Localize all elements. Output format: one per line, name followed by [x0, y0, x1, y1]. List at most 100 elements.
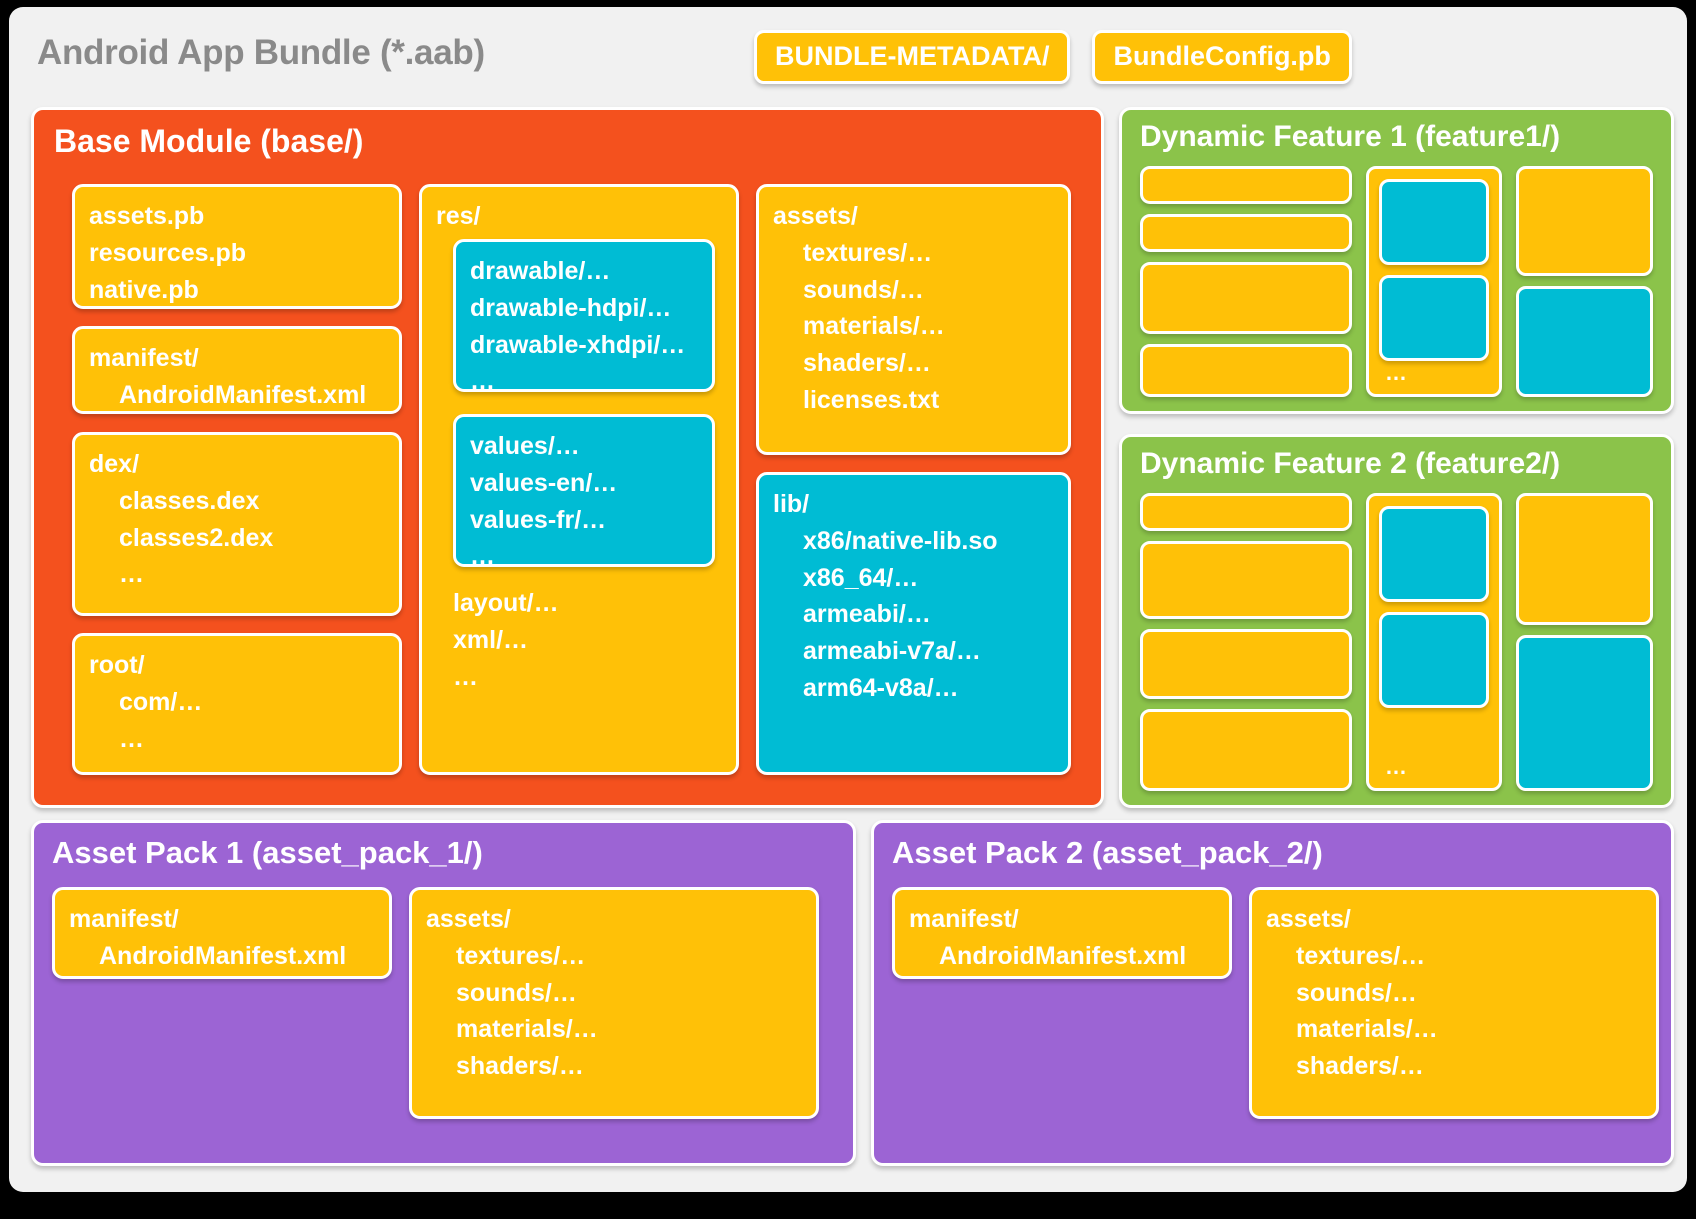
feature-2-bar-1[interactable]	[1140, 493, 1352, 531]
dex-classes: classes.dex	[119, 486, 260, 515]
feature-2-right-column	[1516, 493, 1653, 791]
res-values-fr: values-fr/…	[470, 505, 607, 534]
feature-1-right-box-1[interactable]	[1516, 166, 1653, 276]
base-dex-card[interactable]: dex/ classes.dex classes2.dex …	[72, 432, 402, 616]
asset-pack-2-title: Asset Pack 2 (asset_pack_2/)	[892, 835, 1323, 870]
base-res-card[interactable]: res/ drawable/… drawable-hdpi/… drawable…	[419, 184, 739, 775]
ap1-assets-textures: textures/…	[456, 941, 586, 970]
feature-1-nested-box-1[interactable]	[1379, 179, 1489, 265]
feature-2-nested-ellipsis: …	[1385, 754, 1407, 779]
feature-1-bar-3[interactable]	[1140, 262, 1352, 334]
feature-1-mid-column: …	[1366, 166, 1502, 397]
feature-1-right-box-2[interactable]	[1516, 286, 1653, 397]
res-layout: layout/…	[453, 589, 559, 617]
res-drawable-ellipsis: …	[470, 367, 495, 392]
ap1-manifest-file: AndroidManifest.xml	[99, 941, 347, 970]
feature-2-right-box-1[interactable]	[1516, 493, 1653, 625]
base-pb-files-card[interactable]: assets.pb resources.pb native.pb	[72, 184, 402, 309]
dynamic-feature-2-panel[interactable]: Dynamic Feature 2 (feature2/) …	[1119, 434, 1674, 808]
feature-1-right-column	[1516, 166, 1653, 397]
base-lib-card[interactable]: lib/ x86/native-lib.so x86_64/… armeabi/…	[756, 472, 1071, 775]
feature-2-nested-container[interactable]: …	[1366, 493, 1502, 791]
res-values-group-card[interactable]: values/… values-en/… values-fr/… …	[453, 414, 715, 567]
assets-textures: textures/…	[803, 238, 933, 267]
asset-pack-2-manifest-card[interactable]: manifest/ AndroidManifest.xml	[892, 887, 1232, 979]
lib-dir-label: lib/	[773, 490, 810, 518]
root-ellipsis: …	[119, 724, 144, 753]
assets-sounds: sounds/…	[803, 275, 924, 304]
lib-arm64-v8a: arm64-v8a/…	[803, 673, 959, 702]
asset-pack-1-panel[interactable]: Asset Pack 1 (asset_pack_1/) manifest/ A…	[31, 820, 856, 1166]
ap1-assets-sounds: sounds/…	[456, 978, 577, 1007]
res-values-en: values-en/…	[470, 468, 618, 497]
root-dir-label: root/	[89, 651, 145, 679]
feature-2-bar-2[interactable]	[1140, 541, 1352, 619]
ap2-assets-dir: assets/	[1266, 905, 1351, 933]
feature-1-left-column	[1140, 166, 1352, 397]
lib-armeabi-v7a: armeabi-v7a/…	[803, 637, 981, 665]
ap2-assets-shaders: shaders/…	[1296, 1052, 1424, 1080]
res-drawable-xhdpi: drawable-xhdpi/…	[470, 330, 686, 359]
res-drawable-group-card[interactable]: drawable/… drawable-hdpi/… drawable-xhdp…	[453, 239, 715, 392]
ap1-assets-dir: assets/	[426, 905, 511, 933]
ap1-manifest-dir: manifest/	[69, 905, 179, 933]
bundle-metadata-chips: BUNDLE-METADATA/ BundleConfig.pb	[754, 30, 1352, 85]
dex-dir-label: dex/	[89, 450, 140, 478]
asset-pack-2-assets-card[interactable]: assets/ textures/… sounds/… materials/… …	[1249, 887, 1659, 1119]
feature-1-nested-box-2[interactable]	[1379, 275, 1489, 361]
res-drawable-hdpi: drawable-hdpi/…	[470, 293, 672, 322]
feature-2-mid-column: …	[1366, 493, 1502, 791]
assets-materials: materials/…	[803, 312, 945, 341]
dex-ellipsis: …	[119, 560, 144, 589]
dynamic-feature-2-body: …	[1140, 493, 1653, 791]
base-module-title: Base Module (base/)	[54, 123, 364, 159]
android-app-bundle-container: Android App Bundle (*.aab) BUNDLE-METADA…	[9, 7, 1687, 1192]
feature-1-nested-container[interactable]: …	[1366, 166, 1502, 397]
feature-2-nested-box-2[interactable]	[1379, 612, 1489, 708]
base-manifest-card[interactable]: manifest/ AndroidManifest.xml	[72, 326, 402, 414]
base-module-panel[interactable]: Base Module (base/) assets.pb resources.…	[31, 107, 1104, 808]
feature-2-left-column	[1140, 493, 1352, 791]
res-tail-group: layout/… xml/… …	[453, 585, 715, 715]
lib-x86: x86/native-lib.so	[803, 526, 998, 555]
dynamic-feature-2-title: Dynamic Feature 2 (feature2/)	[1140, 447, 1561, 480]
asset-pack-2-panel[interactable]: Asset Pack 2 (asset_pack_2/) manifest/ A…	[871, 820, 1674, 1166]
feature-1-nested-ellipsis: …	[1385, 360, 1407, 385]
ap2-assets-materials: materials/…	[1296, 1015, 1438, 1044]
ap1-assets-shaders: shaders/…	[456, 1052, 584, 1080]
pb-file-assets: assets.pb	[89, 202, 205, 230]
res-dir-label: res/	[436, 202, 481, 230]
feature-1-bar-1[interactable]	[1140, 166, 1352, 204]
res-xml: xml/…	[453, 625, 529, 654]
feature-1-bar-2[interactable]	[1140, 214, 1352, 252]
lib-armeabi: armeabi/…	[803, 600, 931, 629]
asset-pack-1-assets-card[interactable]: assets/ textures/… sounds/… materials/… …	[409, 887, 819, 1119]
pb-file-native: native.pb	[89, 275, 199, 304]
asset-pack-1-manifest-card[interactable]: manifest/ AndroidManifest.xml	[52, 887, 392, 979]
assets-shaders: shaders/…	[803, 349, 931, 377]
ap1-assets-materials: materials/…	[456, 1015, 598, 1044]
pb-file-resources: resources.pb	[89, 238, 247, 267]
ap2-assets-sounds: sounds/…	[1296, 978, 1417, 1007]
feature-2-bar-4[interactable]	[1140, 709, 1352, 791]
chip-bundle-config[interactable]: BundleConfig.pb	[1092, 30, 1352, 85]
dynamic-feature-1-title: Dynamic Feature 1 (feature1/)	[1140, 120, 1561, 153]
feature-2-right-box-2[interactable]	[1516, 635, 1653, 791]
ap2-manifest-dir: manifest/	[909, 905, 1019, 933]
assets-licenses: licenses.txt	[803, 385, 940, 414]
manifest-dir-label: manifest/	[89, 344, 199, 372]
root-com: com/…	[119, 687, 203, 716]
manifest-file-label: AndroidManifest.xml	[119, 380, 367, 409]
feature-1-bar-4[interactable]	[1140, 344, 1352, 397]
res-values: values/…	[470, 432, 580, 460]
ap2-manifest-file: AndroidManifest.xml	[939, 941, 1187, 970]
lib-x86-64: x86_64/…	[803, 563, 919, 592]
chip-bundle-metadata[interactable]: BUNDLE-METADATA/	[754, 30, 1071, 85]
dynamic-feature-1-panel[interactable]: Dynamic Feature 1 (feature1/) …	[1119, 107, 1674, 414]
feature-2-bar-3[interactable]	[1140, 629, 1352, 699]
res-values-ellipsis: …	[470, 542, 495, 567]
assets-dir-label: assets/	[773, 202, 858, 230]
feature-2-nested-box-1[interactable]	[1379, 506, 1489, 602]
base-assets-card[interactable]: assets/ textures/… sounds/… materials/… …	[756, 184, 1071, 455]
base-root-card[interactable]: root/ com/… …	[72, 633, 402, 775]
